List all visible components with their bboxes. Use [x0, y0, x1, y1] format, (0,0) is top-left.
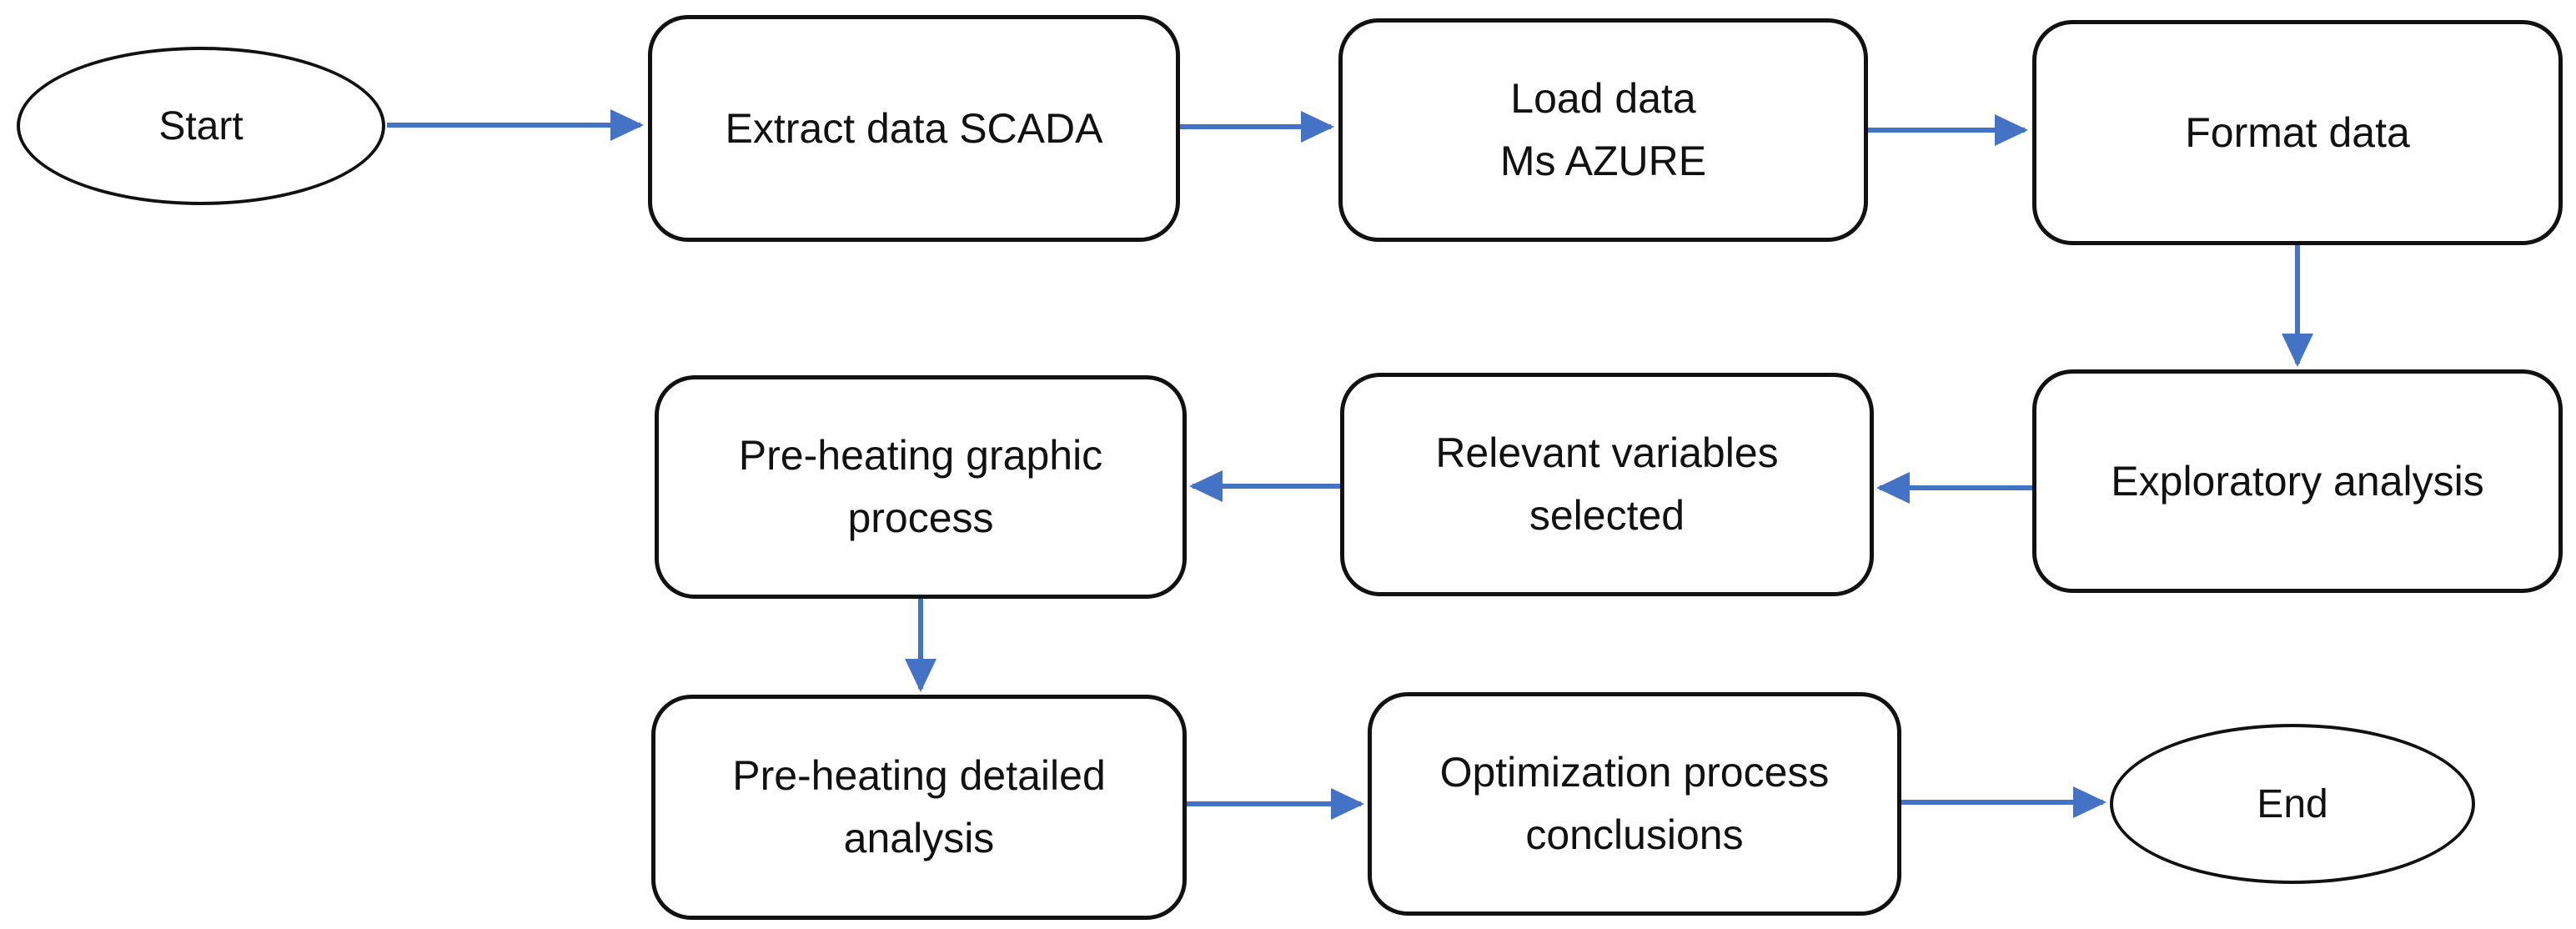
- node-exploratory-analysis: Exploratory analysis: [2032, 369, 2563, 593]
- node-start: Start: [17, 47, 385, 205]
- node-extract-data-scada-label: Extract data SCADA: [725, 104, 1103, 152]
- node-exploratory-analysis-label: Exploratory analysis: [2111, 457, 2484, 505]
- node-optimization-process-conclusions: Optimization process conclusions: [1368, 692, 1901, 916]
- node-pre-heating-detailed-analysis-label: Pre-heating detailed analysis: [732, 752, 1106, 861]
- node-format-data-label: Format data: [2185, 108, 2410, 156]
- node-relevant-variables-selected: Relevant variables selected: [1340, 373, 1874, 596]
- node-extract-data-scada: Extract data SCADA: [648, 15, 1180, 242]
- node-end-label: End: [2257, 781, 2328, 826]
- node-end: End: [2110, 724, 2475, 884]
- node-start-label: Start: [158, 103, 244, 148]
- node-format-data: Format data: [2032, 20, 2563, 245]
- node-pre-heating-detailed-analysis: Pre-heating detailed analysis: [651, 695, 1187, 920]
- node-pre-heating-graphic-process: Pre-heating graphic process: [655, 375, 1187, 599]
- node-pre-heating-graphic-process-label: Pre-heating graphic process: [738, 432, 1103, 541]
- node-relevant-variables-selected-label: Relevant variables selected: [1435, 429, 1779, 539]
- node-optimization-process-conclusions-label: Optimization process conclusions: [1439, 749, 1830, 858]
- node-load-data-ms-azure: Load data Ms AZURE: [1338, 18, 1868, 242]
- node-load-data-ms-azure-label: Load data Ms AZURE: [1499, 75, 1707, 184]
